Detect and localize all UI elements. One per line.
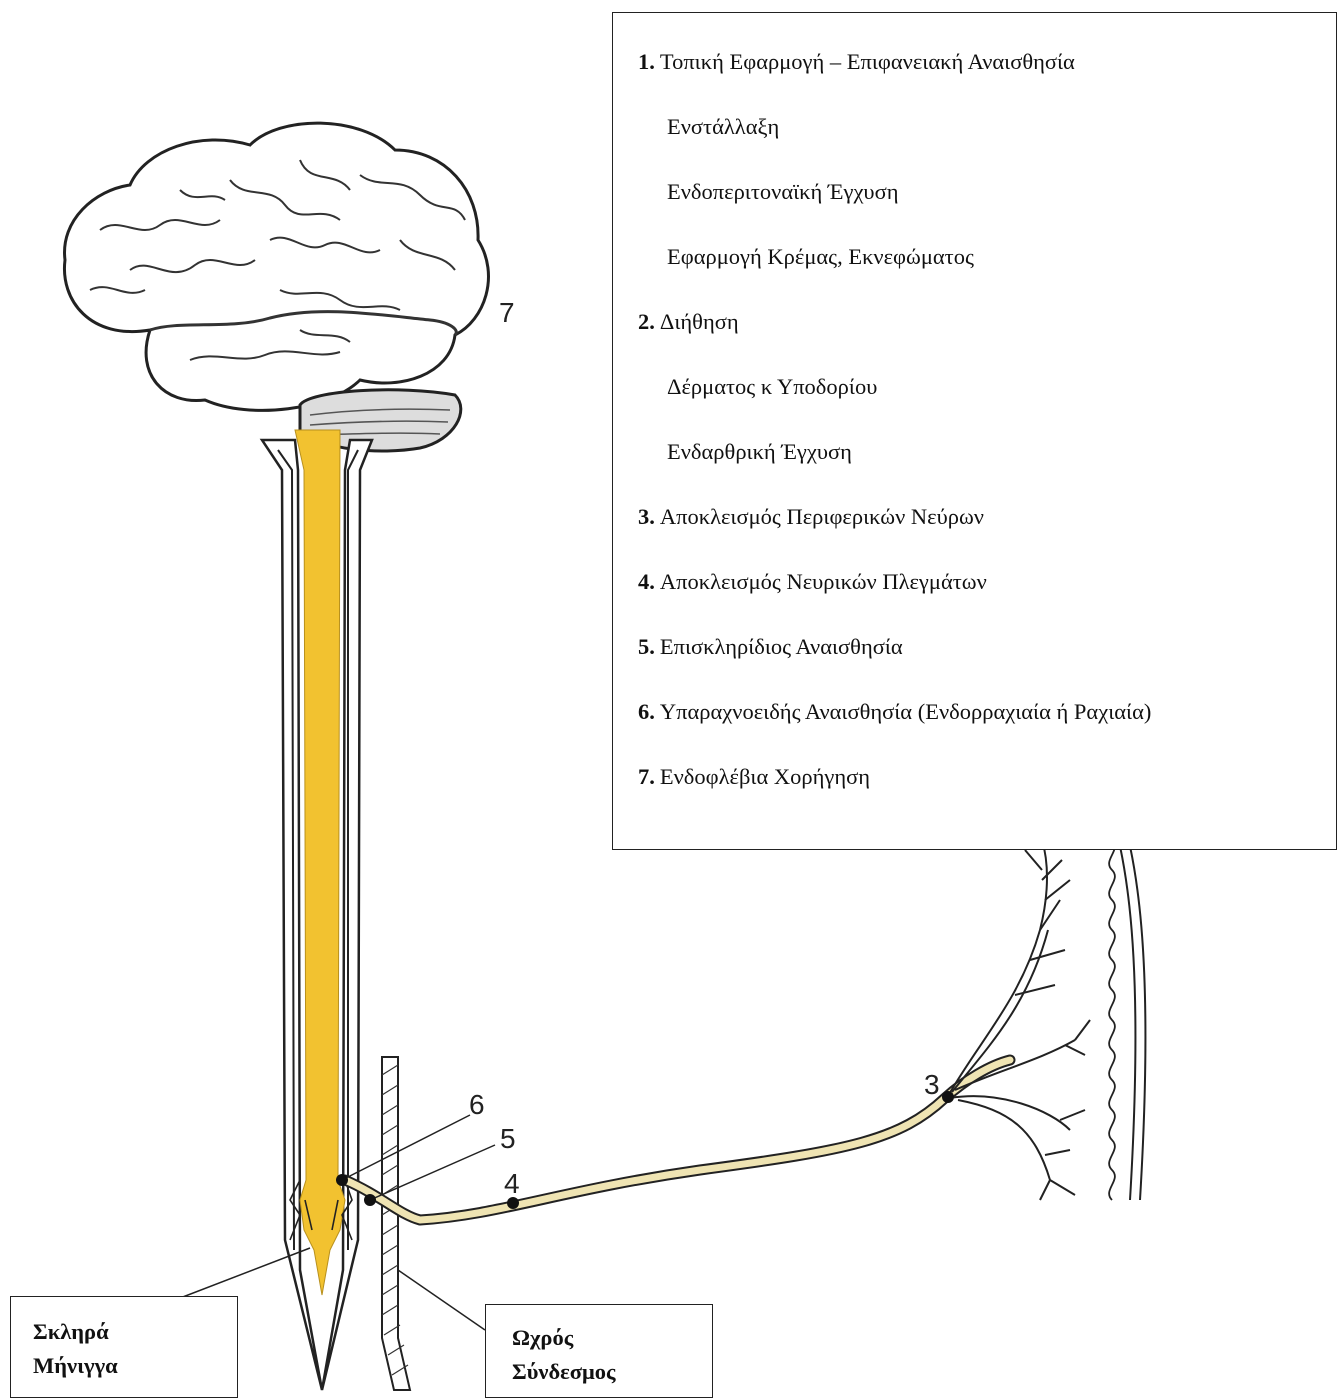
legend-item: 5.Επισκληρίδιος Αναισθησία: [638, 614, 1151, 679]
legend-number: 6.: [638, 699, 655, 724]
ligamentum-flavum-line-1: Ωχρός: [512, 1321, 712, 1355]
legend-text: Διήθηση: [660, 309, 739, 334]
legend-text: Επισκληρίδιος Αναισθησία: [660, 634, 903, 659]
legend-item: 2.Διήθηση: [638, 289, 1151, 354]
label-5: 5: [500, 1123, 516, 1154]
legend-text: Ενστάλλαξη: [667, 114, 779, 139]
spinal-cord: [295, 430, 345, 1295]
legend-text: Αποκλεισμός Περιφερικών Νεύρων: [660, 504, 984, 529]
legend-text: Εφαρμογή Κρέμας, Εκνεφώματος: [667, 244, 974, 269]
ligamentum-flavum-label-box: Ωχρός Σύνδεσμος: [485, 1304, 713, 1398]
dura-mater-line-1: Σκληρά: [33, 1315, 237, 1349]
legend-item: Ενστάλλαξη: [638, 94, 1151, 159]
legend-text: Δέρματος κ Υποδορίου: [667, 374, 877, 399]
legend-item: 3.Αποκλεισμός Περιφερικών Νεύρων: [638, 484, 1151, 549]
ligament-pointer-line: [398, 1270, 485, 1330]
ligamentum-flavum-line-2: Σύνδεσμος: [512, 1355, 712, 1389]
label-7: 7: [499, 297, 515, 328]
spinal-column: [262, 430, 372, 1390]
legend-list: 1.Τοπική Εφαρμογή – Επιφανειακή Αναισθησ…: [638, 29, 1151, 809]
marker-6-dot: [336, 1174, 348, 1186]
marker-3-dot: [942, 1091, 954, 1103]
marker-5-dot: [364, 1194, 376, 1206]
label-6: 6: [469, 1089, 485, 1120]
dura-mater-label-box: Σκληρά Μήνιγγα: [10, 1296, 238, 1398]
dura-mater-line-2: Μήνιγγα: [33, 1349, 237, 1383]
label-3: 3: [924, 1069, 940, 1100]
legend-item: 6.Υπαραχνοειδής Αναισθησία (Ενδορραχιαία…: [638, 679, 1151, 744]
legend-text: Αποκλεισμός Νευρικών Πλεγμάτων: [660, 569, 987, 594]
legend-number: 5.: [638, 634, 655, 659]
legend-text: Υπαραχνοειδής Αναισθησία (Ενδορραχιαία ή…: [660, 699, 1152, 724]
marker-6-line: [342, 1115, 470, 1180]
legend-text: Ενδοπεριτοναϊκή Έγχυση: [667, 179, 898, 204]
legend-number: 2.: [638, 309, 655, 334]
ligamentum-flavum-strip: [382, 1057, 410, 1390]
legend-number: 4.: [638, 569, 655, 594]
legend-text: Τοπική Εφαρμογή – Επιφανειακή Αναισθησία: [660, 49, 1075, 74]
brain-illustration: [64, 123, 488, 451]
legend-item: 7.Ενδοφλέβια Χορήγηση: [638, 744, 1151, 809]
legend-item: Εφαρμογή Κρέμας, Εκνεφώματος: [638, 224, 1151, 289]
label-4: 4: [504, 1168, 520, 1199]
legend-number: 1.: [638, 49, 655, 74]
legend-item: 1.Τοπική Εφαρμογή – Επιφανειακή Αναισθησ…: [638, 29, 1151, 94]
legend-item: Ενδαρθρική Έγχυση: [638, 419, 1151, 484]
legend-number: 7.: [638, 764, 655, 789]
dura-pointer-line: [175, 1248, 310, 1300]
legend-item: 4.Αποκλεισμός Νευρικών Πλεγμάτων: [638, 549, 1151, 614]
legend-text: Ενδοφλέβια Χορήγηση: [660, 764, 870, 789]
legend-item: Δέρματος κ Υποδορίου: [638, 354, 1151, 419]
legend-text: Ενδαρθρική Έγχυση: [667, 439, 852, 464]
legend-item: Ενδοπεριτοναϊκή Έγχυση: [638, 159, 1151, 224]
legend-number: 3.: [638, 504, 655, 529]
legend-box: 1.Τοπική Εφαρμογή – Επιφανειακή Αναισθησ…: [612, 12, 1337, 850]
